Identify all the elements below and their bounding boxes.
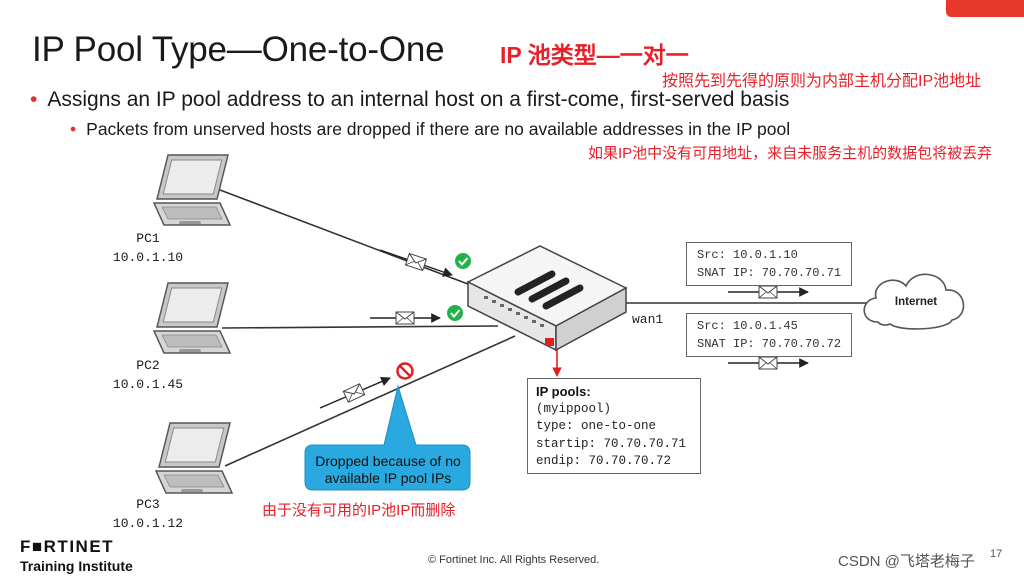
pc2-name: PC2 <box>136 358 160 373</box>
bullet-1: • Assigns an IP pool address to an intern… <box>30 88 789 112</box>
blocked-stop-icon <box>396 362 414 380</box>
pc3-ip: 10.0.1.12 <box>112 516 184 531</box>
wan-label: wan1 <box>632 312 664 327</box>
internet-cloud-icon <box>863 273 965 330</box>
pc3-label: PC3 10.0.1.12 <box>98 497 198 531</box>
link-pc2 <box>221 325 499 329</box>
callout-text: Dropped because of no available IP pool … <box>308 453 468 487</box>
copyright: © Fortinet Inc. All Rights Reserved. <box>428 554 600 566</box>
pc1-name: PC1 <box>136 231 160 246</box>
note-cn-1: 按照先到先得的原则为内部主机分配IP池地址 <box>662 73 982 90</box>
slide-title-cn: IP 池类型—一对一 <box>500 42 689 68</box>
laptop-pc2-icon <box>153 282 231 354</box>
laptop-pc3-icon <box>155 422 233 494</box>
snat-1-src: Src: 10.0.1.10 <box>697 248 798 262</box>
snat-2-ip: SNAT IP: 70.70.70.72 <box>697 337 842 351</box>
note-cn-3: 由于没有可用的IP池IP而删除 <box>262 502 456 519</box>
ip-pools-heading: IP pools: <box>536 384 591 399</box>
bullet-dot: • <box>70 119 77 139</box>
bullet-2-text: Packets from unserved hosts are dropped … <box>86 119 791 139</box>
pc1-label: PC1 10.0.1.10 <box>98 231 198 265</box>
packet-envelope-icon <box>758 285 778 299</box>
packet-envelope-icon <box>395 311 415 325</box>
note-cn-2: 如果IP池中没有可用地址，来自未服务主机的数据包将被丢弃 <box>588 145 993 162</box>
bullet-1-text: Assigns an IP pool address to an interna… <box>47 88 790 111</box>
slide-title: IP Pool Type—One-to-One <box>32 30 445 69</box>
snat-2-src: Src: 10.0.1.45 <box>697 319 798 333</box>
callout-line-1: Dropped because of no <box>315 453 461 469</box>
callout-bubble <box>304 384 471 491</box>
pc2-label: PC2 10.0.1.45 <box>98 358 198 392</box>
packet-envelope-icon <box>405 253 427 271</box>
pc2-ip: 10.0.1.45 <box>112 377 184 392</box>
allowed-check-icon <box>446 304 464 322</box>
top-accent-bar <box>946 0 1024 17</box>
logo-subtitle: Training Institute <box>20 558 133 574</box>
link-pc3 <box>224 335 516 467</box>
allowed-check-icon <box>454 252 472 270</box>
pc1-ip: 10.0.1.10 <box>112 250 184 265</box>
ip-pools-line: (myippool) <box>536 401 612 416</box>
pc3-name: PC3 <box>136 497 160 512</box>
packet-envelope-icon <box>342 383 366 403</box>
snat-1-ip: SNAT IP: 70.70.70.71 <box>697 266 842 280</box>
packet-envelope-icon <box>758 356 778 370</box>
ip-pools-line: endip: 70.70.70.72 <box>536 454 672 468</box>
internet-label: Internet <box>894 296 938 308</box>
callout-line-2: available IP pool IPs <box>324 470 452 486</box>
fortigate-firewall-icon <box>466 245 628 352</box>
link-pc1 <box>219 189 511 301</box>
watermark: CSDN @飞塔老梅子 <box>838 553 975 570</box>
page-number: 17 <box>990 548 1003 560</box>
bullet-2: • Packets from unserved hosts are dropped… <box>70 119 790 140</box>
fortinet-logo: F■RTINET <box>20 537 115 556</box>
ip-pools-box: IP pools: (myippool) type: one-to-one st… <box>527 378 701 474</box>
ip-pools-line: type: one-to-one <box>536 419 657 433</box>
ip-pools-line: startip: 70.70.70.71 <box>536 436 687 451</box>
bullet-dot: • <box>30 88 38 111</box>
laptop-pc1-icon <box>153 154 231 226</box>
